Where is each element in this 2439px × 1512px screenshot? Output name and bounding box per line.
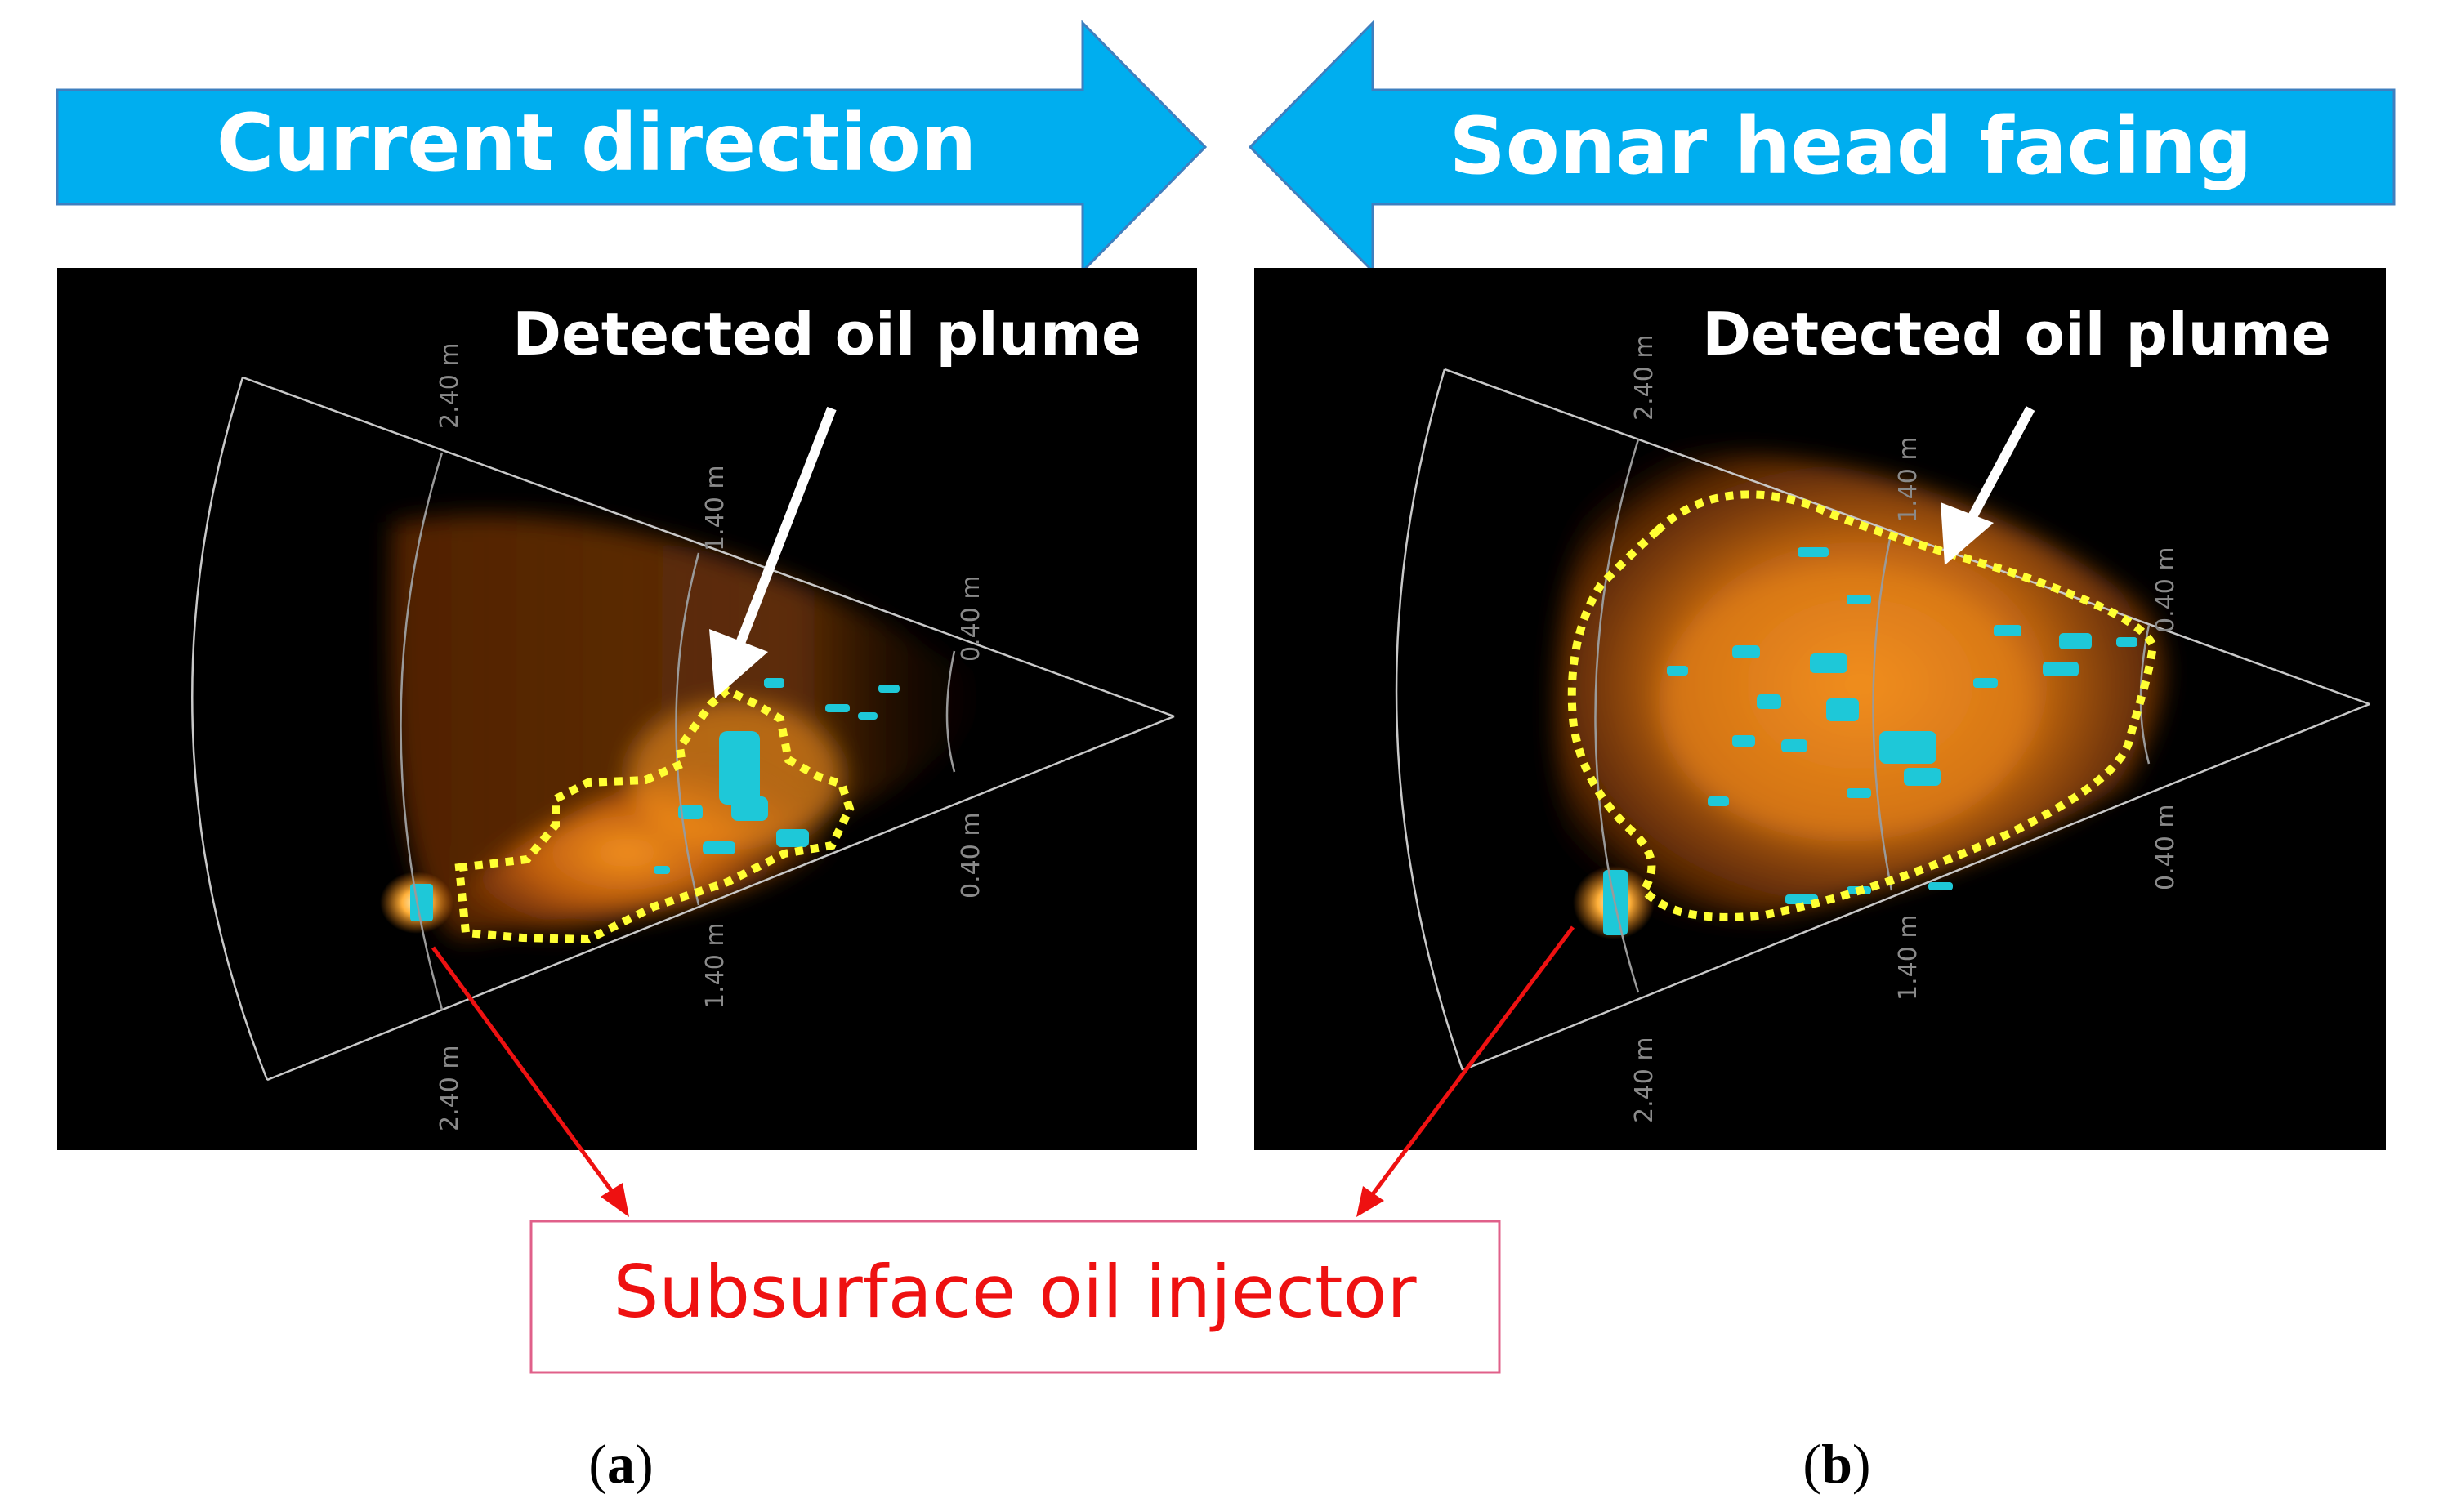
- sonar-sector-a: [191, 376, 1175, 1082]
- caption-b-letter: b: [1821, 1433, 1852, 1495]
- panel-b-title: Detected oil plume: [1702, 300, 2331, 368]
- current-direction-arrow: Current direction: [56, 20, 1208, 274]
- detections-a: [410, 678, 900, 921]
- range-label: 2.40 m: [1630, 334, 1659, 421]
- sonar-panel-a: 2.40 m 1.40 m 0.40 m 0.40 m 1.40 m 2.40 …: [57, 268, 1197, 1150]
- sonar-panel-b: 2.40 m 1.40 m 0.40 m 0.40 m 1.40 m 2.40 …: [1254, 268, 2386, 1150]
- sonar-sector-b: [1395, 368, 2370, 1072]
- svg-text:(b): (b): [1802, 1433, 1870, 1495]
- range-label: 2.40 m: [436, 1045, 464, 1131]
- panel-a-title: Detected oil plume: [512, 300, 1141, 368]
- plume-outline-b: [1567, 490, 2158, 921]
- arrow-left-icon: [1248, 20, 2396, 274]
- pointer-arrow-icon: [709, 406, 837, 698]
- svg-text:(a): (a): [588, 1433, 653, 1495]
- sonar-head-facing-arrow: Sonar head facing: [1248, 20, 2396, 274]
- arrow-right-icon: [56, 20, 1208, 274]
- injector-label-box: Subsurface oil injector: [529, 1220, 1501, 1374]
- pointer-arrow-icon: [1941, 406, 2035, 565]
- range-label: 2.40 m: [436, 342, 464, 429]
- sonar-head-facing-label: Sonar head facing: [1450, 100, 2253, 192]
- injector-label: Subsurface oil injector: [613, 1250, 1417, 1334]
- range-label: 1.40 m: [701, 922, 730, 1009]
- plume-outline-a: [454, 685, 855, 944]
- range-label: 1.40 m: [1894, 914, 1923, 1001]
- range-label: 0.40 m: [2151, 546, 2180, 633]
- range-label: 0.40 m: [2151, 804, 2180, 890]
- range-labels-a: 2.40 m 1.40 m 0.40 m 0.40 m 1.40 m 2.40 …: [436, 342, 985, 1131]
- caption-b: (b): [1802, 1433, 1870, 1495]
- range-label: 2.40 m: [1630, 1037, 1659, 1123]
- injector-pointers: [431, 925, 1575, 1217]
- caption-a-letter: a: [607, 1433, 635, 1495]
- range-label: 0.40 m: [957, 812, 985, 899]
- range-label: 1.40 m: [1894, 436, 1923, 523]
- current-direction-label: Current direction: [217, 97, 976, 189]
- range-labels-b: 2.40 m 1.40 m 0.40 m 0.40 m 1.40 m 2.40 …: [1630, 334, 2180, 1123]
- caption-a: (a): [588, 1433, 653, 1495]
- range-label: 0.40 m: [957, 575, 985, 662]
- range-label: 1.40 m: [701, 465, 730, 551]
